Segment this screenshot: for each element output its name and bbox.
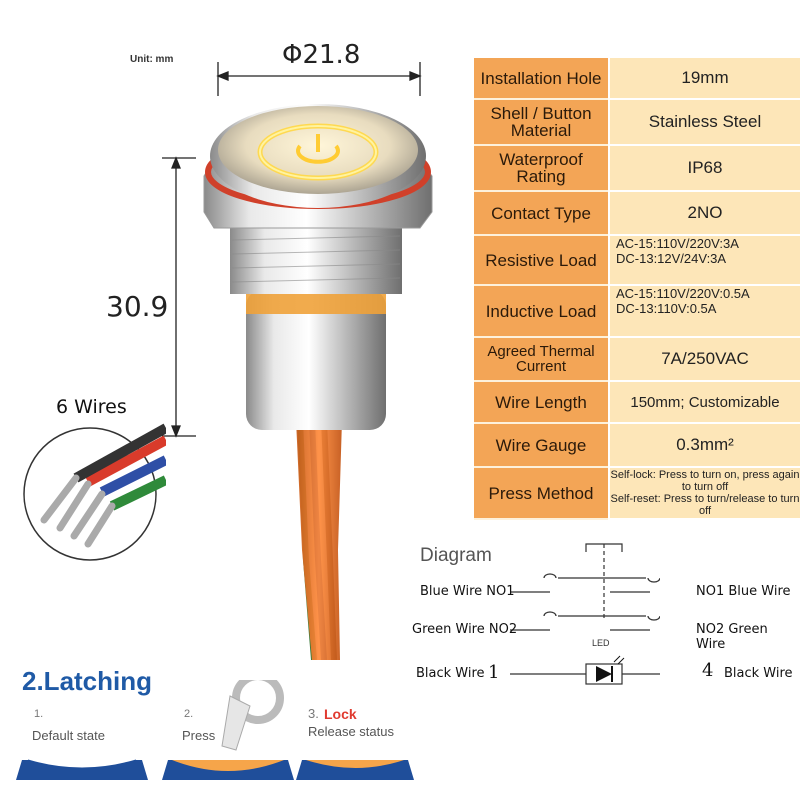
spec-label: Resistive Load bbox=[474, 236, 608, 286]
latching-illustration bbox=[16, 680, 414, 780]
step-number: 3. bbox=[308, 706, 319, 721]
spec-label: Wire Length bbox=[474, 382, 608, 424]
spec-label: Wire Gauge bbox=[474, 424, 608, 468]
wire-label-left-3: Black Wire bbox=[416, 666, 485, 681]
wire-label-right-2: NO2 Green Wire bbox=[696, 622, 768, 652]
spec-value-line: DC-13:110V:0.5A bbox=[616, 301, 717, 316]
spec-value: 0.3mm² bbox=[608, 424, 800, 468]
spec-value: Stainless Steel bbox=[608, 100, 800, 146]
switch-body bbox=[246, 290, 386, 430]
unit-label: Unit: mm bbox=[130, 54, 174, 65]
spec-label: Agreed Thermal Current bbox=[474, 338, 608, 382]
spec-label: Contact Type bbox=[474, 192, 608, 236]
wire-label-right-1: NO1 Blue Wire bbox=[696, 584, 791, 599]
spec-value: Self-lock: Press to turn on, press again… bbox=[608, 468, 800, 520]
wire-closeup bbox=[23, 423, 166, 561]
spec-label: Inductive Load bbox=[474, 286, 608, 338]
spec-row: Agreed Thermal Current 7A/250VAC bbox=[474, 338, 800, 382]
height-dimension bbox=[162, 156, 196, 438]
diagram-title: Diagram bbox=[420, 545, 492, 566]
wiring-schematic bbox=[510, 543, 660, 685]
led-symbol bbox=[596, 655, 625, 682]
latching-title: 2.Latching bbox=[22, 666, 153, 696]
spec-row: Wire Length 150mm; Customizable bbox=[474, 382, 800, 424]
switch-illustration bbox=[162, 62, 433, 660]
spec-row: Waterproof Rating IP68 bbox=[474, 146, 800, 192]
spec-label: Shell / Button Material bbox=[474, 100, 608, 146]
spec-value: 150mm; Customizable bbox=[608, 382, 800, 424]
spec-row: Inductive Load AC-15:110V/220V:0.5A DC-1… bbox=[474, 286, 800, 338]
spec-value: 7A/250VAC bbox=[608, 338, 800, 382]
wire-label-left-1: Blue Wire NO1 bbox=[420, 584, 515, 599]
spec-value: 2NO bbox=[608, 192, 800, 236]
wire-label-right-3: Black Wire bbox=[724, 666, 793, 681]
step-text: Press bbox=[182, 728, 216, 743]
spec-label: Installation Hole bbox=[474, 58, 608, 100]
spec-row: Resistive Load AC-15:110V/220V:3A DC-13:… bbox=[474, 236, 800, 286]
height-label: 30.9 bbox=[106, 290, 169, 323]
spec-label: Waterproof Rating bbox=[474, 146, 608, 192]
pin-left: 1 bbox=[488, 662, 500, 683]
diameter-label: Φ21.8 bbox=[282, 40, 361, 70]
power-icon bbox=[257, 123, 379, 181]
spec-row: Contact Type 2NO bbox=[474, 192, 800, 236]
spec-value-line: Self-reset: Press to turn/release to tur… bbox=[610, 493, 800, 517]
step-text: Default state bbox=[32, 728, 105, 743]
step-3-lock bbox=[296, 760, 414, 780]
spec-value: AC-15:110V/220V:3A DC-13:12V/24V:3A bbox=[608, 236, 800, 286]
spec-value-line: AC-15:110V/220V:0.5A bbox=[616, 286, 750, 301]
lock-word: Lock bbox=[324, 706, 357, 722]
wires-label: 6 Wires bbox=[56, 396, 127, 418]
step-number: 2. bbox=[184, 708, 194, 720]
spec-value-line: Self-lock: Press to turn on, press again… bbox=[610, 469, 800, 493]
orange-seal-ring bbox=[246, 292, 386, 314]
spec-table: Installation Hole 19mm Shell / Button Ma… bbox=[474, 58, 800, 520]
step-number: 1. bbox=[34, 708, 44, 720]
spec-value: IP68 bbox=[608, 146, 800, 192]
spec-value: 19mm bbox=[608, 58, 800, 100]
wire-bundle bbox=[296, 419, 342, 660]
spec-row: Shell / Button Material Stainless Steel bbox=[474, 100, 800, 146]
wire-label-left-2: Green Wire NO2 bbox=[412, 622, 518, 637]
pin-right: 4 bbox=[702, 660, 714, 681]
spec-value: AC-15:110V/220V:0.5A DC-13:110V:0.5A bbox=[608, 286, 800, 338]
step-text: Release status bbox=[308, 724, 394, 739]
spec-row: Wire Gauge 0.3mm² bbox=[474, 424, 800, 468]
step-1-default bbox=[16, 759, 148, 780]
spec-row: Installation Hole 19mm bbox=[474, 58, 800, 100]
spec-label: Press Method bbox=[474, 468, 608, 520]
led-label: LED bbox=[592, 638, 610, 648]
diameter-dimension bbox=[216, 62, 422, 96]
finger-icon bbox=[221, 680, 284, 751]
step-2-press bbox=[162, 760, 294, 780]
spec-value-line: AC-15:110V/220V:3A bbox=[616, 236, 739, 251]
spec-value-line: DC-13:12V/24V:3A bbox=[616, 251, 727, 266]
spec-row: Press Method Self-lock: Press to turn on… bbox=[474, 468, 800, 520]
